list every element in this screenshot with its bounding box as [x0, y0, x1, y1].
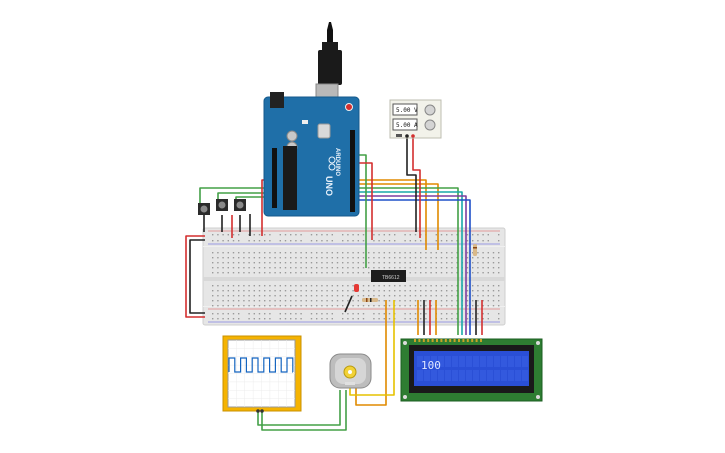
lcd-cell-grid	[417, 356, 528, 381]
arduino-model-label: UNO	[324, 176, 334, 196]
motor-driver-chip[interactable]: TB6612	[371, 270, 406, 282]
scope-trace	[228, 357, 294, 373]
wires	[185, 138, 483, 431]
breadboard-holes	[212, 234, 500, 320]
pushbutton-2[interactable]	[216, 199, 228, 211]
pushbutton-1[interactable]	[198, 203, 210, 215]
supply-current-readout: 5.00 A	[396, 122, 418, 129]
arduino-brand-label: ARDUINO	[334, 148, 340, 176]
current-knob[interactable]	[424, 119, 436, 131]
red-led[interactable]	[354, 284, 359, 292]
arduino-logo-icon	[328, 156, 336, 171]
oscilloscope[interactable]	[222, 335, 302, 413]
supply-voltage-readout: 5.00 V	[396, 107, 418, 114]
lcd-text: 100	[421, 359, 441, 372]
breadboard[interactable]	[202, 227, 506, 326]
resistor[interactable]	[362, 298, 378, 302]
voltage-knob[interactable]	[424, 104, 436, 116]
resistor-2[interactable]	[473, 244, 477, 256]
power-supply[interactable]: 5.00 V 5.00 A	[389, 99, 442, 139]
chip-label: TB6612	[382, 275, 400, 281]
arduino-uno-board[interactable]: ARDUINO UNO	[263, 22, 360, 217]
dc-motor[interactable]	[329, 353, 372, 389]
scope-grid	[228, 340, 295, 407]
lcd-header-pins	[414, 339, 482, 342]
pushbutton-3[interactable]	[234, 199, 246, 211]
lcd-module[interactable]: 100	[400, 338, 543, 402]
